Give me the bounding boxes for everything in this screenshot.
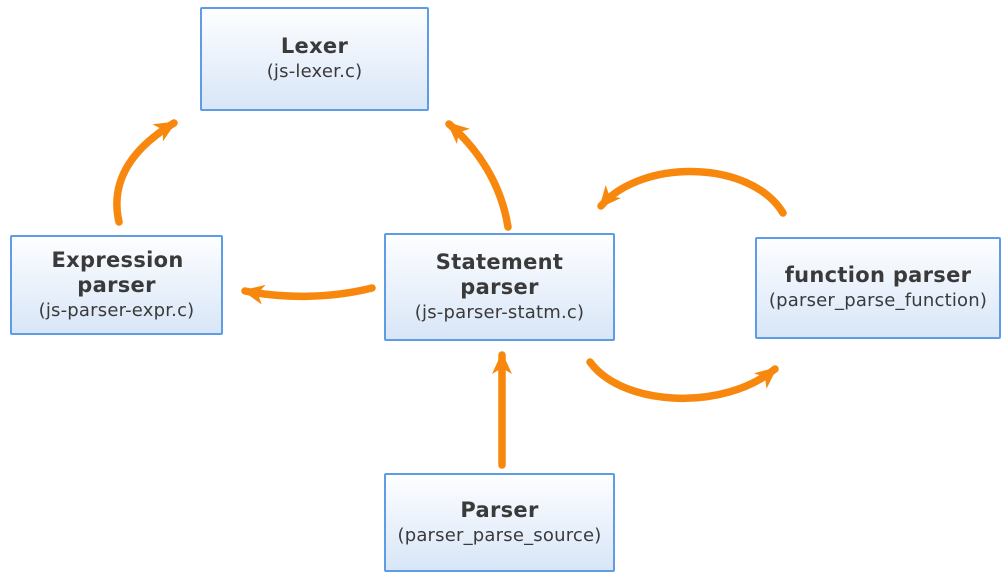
arrow-statement-parser-to-lexer [445,120,512,231]
node-statement-parser-subtitle: (js-parser-statm.c) [414,301,585,323]
arrow-expression-parser-to-lexer [113,119,178,226]
node-lexer-subtitle: (js-lexer.c) [266,61,363,83]
arrow-statement-parser-to-expression-parser [241,284,376,305]
arrow-function-parser-to-statement-parser [597,167,787,217]
node-parser-subtitle: (parser_parse_source) [397,524,602,546]
node-expression-parser-subtitle: (js-parser-expr.c) [38,299,195,321]
node-function-parser-subtitle: (parser_parse_function) [768,290,988,312]
node-lexer: Lexer (js-lexer.c) [200,7,429,111]
node-statement-parser: Statement parser (js-parser-statm.c) [384,233,615,341]
node-statement-parser-title: Statement parser [435,249,564,299]
node-expression-parser-title: Expression parser [51,247,184,297]
arrow-statement-parser-to-function-parser [586,358,779,403]
node-function-parser: function parser (parser_parse_function) [755,237,1001,339]
node-parser: Parser (parser_parse_source) [384,473,615,572]
node-parser-title: Parser [460,497,539,522]
node-expression-parser: Expression parser (js-parser-expr.c) [10,235,223,335]
node-function-parser-title: function parser [784,263,972,288]
node-lexer-title: Lexer [280,34,349,59]
